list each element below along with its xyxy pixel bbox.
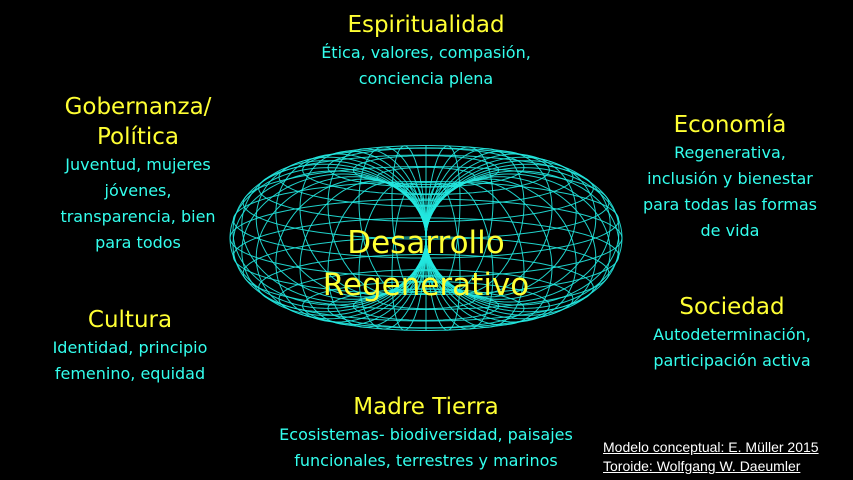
economia-desc-2: inclusión y bienestar [647,169,813,188]
gobernanza-title-2: Política [96,124,180,150]
credit-model: Modelo conceptual: E. Müller 2015 [603,439,819,455]
espiritualidad-title: Espiritualidad [347,12,505,38]
cultura-title: Cultura [87,307,173,333]
espiritualidad-desc-1: Ética, valores, compasión, [321,43,531,62]
sociedad-desc-2: participación activa [653,351,811,370]
cultura-block: Cultura Identidad, principio femenino, e… [30,305,230,387]
gobernanza-desc-1: Juventud, mujeres [65,155,211,174]
espiritualidad-desc-2: conciencia plena [358,69,494,88]
credits: Modelo conceptual: E. Müller 2015 Toroid… [603,438,851,476]
cultura-desc-1: Identidad, principio [52,338,208,357]
cultura-desc-2: femenino, equidad [54,364,206,383]
madre-tierra-desc-2: funcionales, terrestres y marinos [294,451,558,470]
center-title: Desarrollo Regenerativo [276,222,576,306]
sociedad-desc-1: Autodeterminación, [653,325,811,344]
madre-tierra-title: Madre Tierra [353,394,499,420]
economia-title: Economía [673,112,787,138]
sociedad-title: Sociedad [679,294,785,320]
economia-desc-1: Regenerativa, [674,143,786,162]
espiritualidad-block: Espiritualidad Ética, valores, compasión… [276,10,576,92]
credit-torus: Toroide: Wolfgang W. Daeumler [603,458,801,474]
sociedad-block: Sociedad Autodeterminación, participació… [630,292,834,374]
gobernanza-title-1: Gobernanza/ [64,94,212,120]
economia-block: Economía Regenerativa, inclusión y biene… [618,110,842,244]
gobernanza-desc-4: para todos [95,233,181,252]
center-title-line-2: Regenerativo [322,267,530,303]
madre-tierra-desc-1: Ecosistemas- biodiversidad, paisajes [279,425,573,444]
center-title-line-1: Desarrollo [347,225,505,261]
gobernanza-desc-2: jóvenes, [104,181,172,200]
economia-desc-3: para todas las formas [643,195,817,214]
gobernanza-desc-3: transparencia, bien [60,207,216,226]
economia-desc-4: de vida [700,221,760,240]
gobernanza-block: Gobernanza/ Política Juventud, mujeres j… [28,92,248,256]
madre-tierra-block: Madre Tierra Ecosistemas- biodiversidad,… [246,392,606,474]
